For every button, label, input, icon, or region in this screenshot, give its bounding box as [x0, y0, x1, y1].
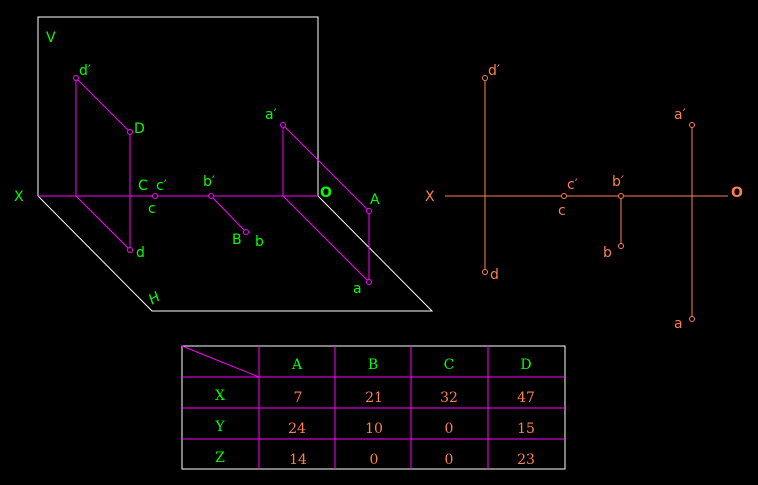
- proj-point-b: [618, 243, 624, 249]
- table-header-b: B: [368, 357, 378, 373]
- label-origin: O: [320, 185, 332, 201]
- table-header-c: C: [444, 357, 455, 373]
- proj-point-a: [689, 316, 695, 322]
- a-proj-axis-to-a: [282, 195, 370, 283]
- table-cell-y-d: 15: [517, 421, 535, 437]
- point-b-prime: [208, 193, 214, 199]
- table-cell-x-c: 32: [440, 390, 458, 406]
- pictorial-view: V H X O d′ D d C c′ c b′ B b a′ A a: [14, 16, 434, 312]
- proj-label-d: d: [490, 267, 499, 283]
- table-cell-z-d: 23: [517, 452, 535, 468]
- proj-point-a-prime: [689, 122, 695, 128]
- table-header-d: D: [520, 357, 531, 373]
- proj-label-axis-x: X: [425, 189, 435, 205]
- b-proj-line: [210, 195, 247, 233]
- proj-label-b-prime: b′: [612, 174, 624, 190]
- table-row-label-z: Z: [215, 450, 225, 466]
- h-plane-frame: [37, 195, 434, 312]
- v-plane-frame: [37, 16, 319, 196]
- proj-label-b: b: [603, 245, 612, 261]
- point-D: [127, 129, 133, 135]
- proj-label-origin: O: [731, 185, 743, 201]
- table-header-a: A: [291, 357, 303, 373]
- label-c-prime: c′: [156, 178, 167, 194]
- table-cell-x-d: 47: [517, 390, 535, 406]
- proj-label-a-prime: a′: [674, 107, 686, 123]
- coordinate-table: A B C D X 7 21 32 47 Y 24 10 0 15 Z 14 0…: [181, 345, 566, 470]
- point-A: [366, 208, 372, 214]
- point-B: [243, 229, 249, 235]
- point-a: [366, 279, 372, 285]
- point-c: [152, 193, 158, 199]
- table-cell-x-b: 21: [365, 390, 383, 406]
- projection-view: X O d′ d c′ c b′ b a′ a: [425, 63, 743, 332]
- label-a-prime: a′: [265, 107, 277, 123]
- table-cell-y-a: 24: [288, 421, 306, 437]
- label-b-prime: b′: [203, 174, 215, 190]
- table-cell-z-c: 0: [445, 452, 454, 468]
- label-plane-h: H: [146, 289, 164, 308]
- label-axis-x: X: [14, 189, 24, 205]
- table-corner-diagonal: [181, 345, 260, 378]
- proj-label-c: c: [558, 203, 566, 219]
- label-d-prime: d′: [79, 63, 91, 79]
- table-cell-y-c: 0: [445, 421, 454, 437]
- proj-point-b-prime: [618, 193, 624, 199]
- table-cell-x-a: 7: [294, 390, 303, 406]
- label-A: A: [370, 192, 380, 208]
- label-b: b: [255, 234, 264, 250]
- table-cell-z-b: 0: [370, 452, 379, 468]
- proj-label-c-prime: c′: [567, 177, 578, 193]
- label-c: c: [148, 201, 156, 217]
- table-row-label-x: X: [215, 388, 225, 404]
- label-D: D: [134, 121, 145, 137]
- proj-point-d-prime: [482, 75, 488, 81]
- table-row-label-y: Y: [214, 419, 225, 435]
- table-cell-z-a: 14: [289, 452, 307, 468]
- a-proj-to-A: [282, 124, 370, 212]
- label-C: C: [138, 178, 148, 194]
- proj-label-a: a: [674, 316, 683, 332]
- label-a: a: [353, 281, 362, 297]
- d-proj-to-D: [75, 77, 131, 133]
- label-plane-v: V: [46, 30, 56, 46]
- table-cell-y-b: 10: [365, 421, 383, 437]
- proj-point-c: [561, 193, 567, 199]
- label-d: d: [136, 245, 145, 261]
- point-a-prime: [280, 122, 286, 128]
- point-d: [127, 247, 133, 253]
- proj-label-d-prime: d′: [488, 63, 500, 79]
- d-proj-axis-to-d: [75, 195, 131, 251]
- proj-point-d: [482, 269, 488, 275]
- point-d-prime: [73, 75, 79, 81]
- label-B: B: [232, 232, 242, 248]
